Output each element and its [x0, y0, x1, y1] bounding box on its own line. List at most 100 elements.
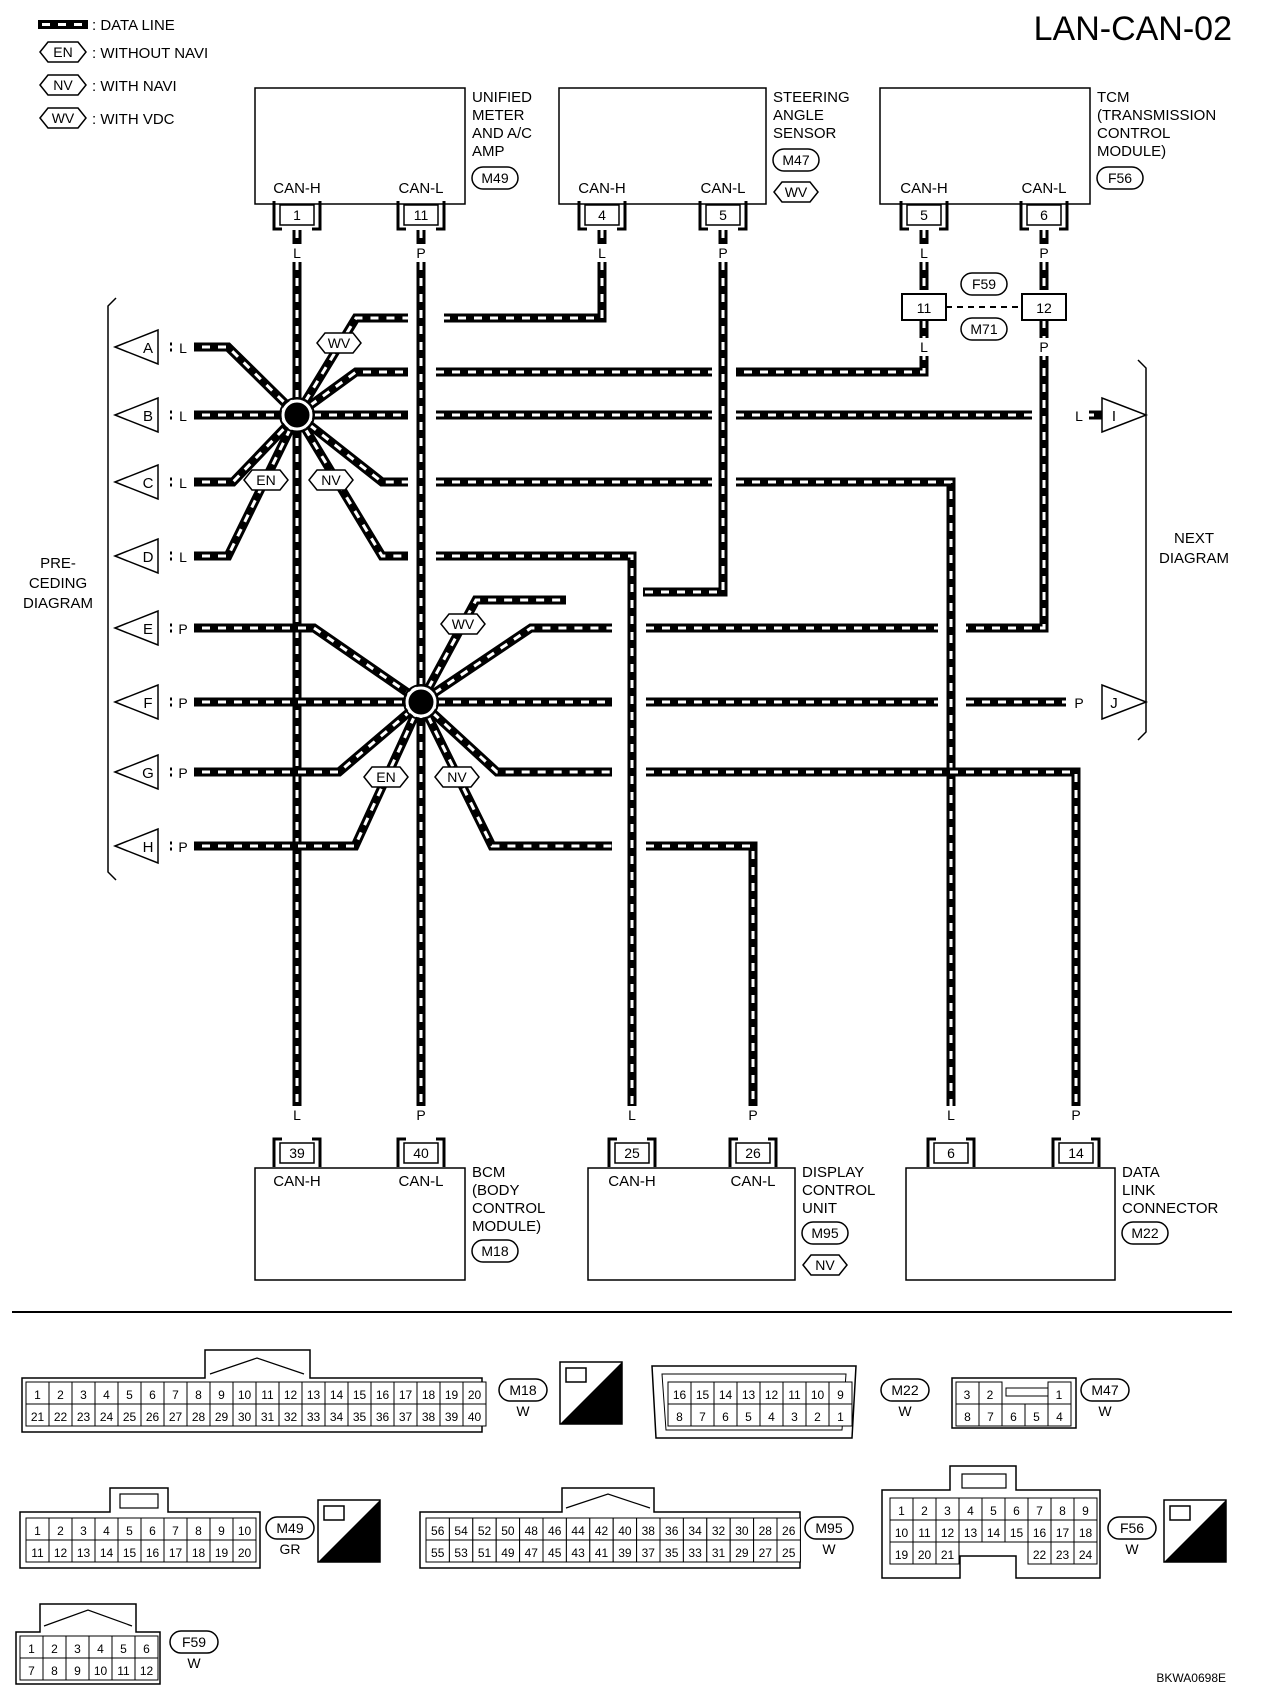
option-tag-wv: WV [328, 335, 351, 351]
pin-number-bracket [698, 201, 748, 231]
joint-pin-12-box [1021, 293, 1067, 321]
preceding-diagram-label: PRE- [40, 555, 76, 572]
terminal-wire-bg [172, 337, 194, 357]
next-diagram-label: DIAGRAM [1159, 550, 1229, 567]
connector-view-id-m95: M95 [815, 1520, 842, 1536]
wire-color-label: P [718, 245, 727, 261]
connector-view-id-f56-frame [1107, 1516, 1157, 1540]
terminal-number: 34 [688, 1524, 702, 1538]
terminal-wire-bg [172, 546, 194, 566]
terminal-number: 25 [782, 1546, 796, 1560]
terminal-number: 13 [964, 1526, 978, 1540]
pin-number: 5 [719, 207, 727, 223]
terminal-a-arrow [112, 328, 159, 366]
legend-tag-nv-frame [39, 74, 87, 96]
connector-view-id-f59-frame [169, 1630, 219, 1654]
terminal-number: 17 [399, 1388, 413, 1402]
pin-number: 11 [414, 207, 429, 223]
bottom-module-3 [905, 1167, 1116, 1281]
terminal-e: E [143, 621, 153, 638]
terminal-number: 9 [1082, 1504, 1089, 1518]
terminal-number: 18 [192, 1546, 206, 1560]
pin-name-can-l: CAN-L [1021, 180, 1066, 197]
terminal-i-arrow [1101, 396, 1149, 434]
terminal-number: 15 [696, 1388, 710, 1402]
terminal-wire-bg [1069, 405, 1089, 425]
connector-m18-latch [209, 1357, 305, 1375]
pin-number-box [735, 1142, 771, 1164]
terminal-number: 12 [941, 1526, 955, 1540]
terminal-number: 21 [941, 1548, 955, 1562]
bottom-module-1 [254, 1167, 466, 1281]
terminal-cell [1047, 1403, 1072, 1427]
top-module-name-line: AMP [472, 143, 505, 160]
wire-color-label: L [598, 245, 606, 261]
hs-icon [1169, 1505, 1191, 1521]
pin-number-bracket [272, 201, 322, 231]
terminal-c-arrow [112, 463, 159, 501]
terminal-number: 8 [676, 1410, 683, 1424]
option-tag-wv: WV [452, 616, 475, 632]
pin-number: 6 [1040, 207, 1048, 223]
bottom-module-2 [587, 1167, 796, 1281]
connector-view-id-m47-frame [1080, 1378, 1130, 1402]
pin-number-bracket [272, 1137, 322, 1167]
terminal-number: 3 [74, 1642, 81, 1656]
connector-m49-latch [119, 1493, 159, 1509]
terminal-number: 1 [1056, 1388, 1063, 1402]
terminal-number: 37 [399, 1410, 413, 1424]
terminal-number: 7 [28, 1664, 35, 1678]
bottom-module-name-line: BCM [472, 1164, 505, 1181]
terminal-number: 35 [665, 1546, 679, 1560]
option-tag-nv-frame [434, 766, 480, 788]
wire-color-label: P [416, 245, 425, 261]
terminal-number: 47 [525, 1546, 539, 1560]
terminal-number: 6 [149, 1524, 156, 1538]
connector-id-f56: F56 [1108, 170, 1132, 186]
terminal-number: 11 [261, 1388, 274, 1402]
terminal-number: 50 [501, 1524, 515, 1538]
wire-tcm-can-l-lower [966, 320, 1049, 633]
terminal-number: 24 [1079, 1548, 1093, 1562]
terminal-number: 13 [77, 1546, 91, 1560]
wire-splice-l-low-stripe [295, 414, 408, 558]
terminal-number: 31 [712, 1546, 726, 1560]
pin-number-box [614, 1142, 650, 1164]
terminal-number: 12 [765, 1388, 779, 1402]
connector-view-id-m22: M22 [891, 1382, 918, 1398]
terminal-number: 29 [215, 1410, 229, 1424]
data-lines [170, 230, 1110, 1110]
legend-tag-wv: WV [52, 110, 75, 126]
terminal-number: 4 [768, 1410, 775, 1424]
terminal-number: 21 [31, 1410, 45, 1424]
terminal-number: 12 [54, 1546, 68, 1560]
terminal-number: 14 [100, 1546, 114, 1560]
option-tag-nv-frame [802, 1254, 848, 1276]
terminal-wire-bg [172, 836, 194, 856]
terminal-number: 18 [422, 1388, 436, 1402]
pin-name-can-l: CAN-L [398, 1173, 443, 1190]
terminal-number: 34 [330, 1410, 344, 1424]
wire-color-bg [942, 1106, 960, 1124]
terminal-number: 8 [195, 1524, 202, 1538]
terminal-number: 4 [97, 1642, 104, 1656]
top-module-name-line: STEERING [773, 89, 850, 106]
terminal-number: 29 [735, 1546, 749, 1560]
terminal-number: 6 [149, 1388, 156, 1402]
wire-splice-l-nv-stripe [296, 413, 408, 484]
pin-number-bracket [1019, 201, 1069, 231]
preceding-diagram-label: CEDING [29, 575, 87, 592]
connector-id-m22: M22 [1131, 1225, 1158, 1241]
terminal-number: 42 [595, 1524, 609, 1538]
wire-tcm-can-h-lower-stripe [736, 320, 926, 374]
figure-code: BKWA0698E [1156, 1671, 1226, 1685]
connector-view-id-m95-frame [804, 1516, 854, 1540]
terminal-number: 3 [791, 1410, 798, 1424]
terminal-wire-color: P [178, 695, 187, 711]
terminal-number: 5 [1033, 1410, 1040, 1424]
connector-color: W [187, 1655, 201, 1671]
terminal-number: 8 [51, 1664, 58, 1678]
connector-view-id-m49: M49 [276, 1520, 303, 1536]
joint-pin-number: 11 [917, 300, 932, 316]
wire-dlc-can-h-stripe [736, 480, 953, 1110]
